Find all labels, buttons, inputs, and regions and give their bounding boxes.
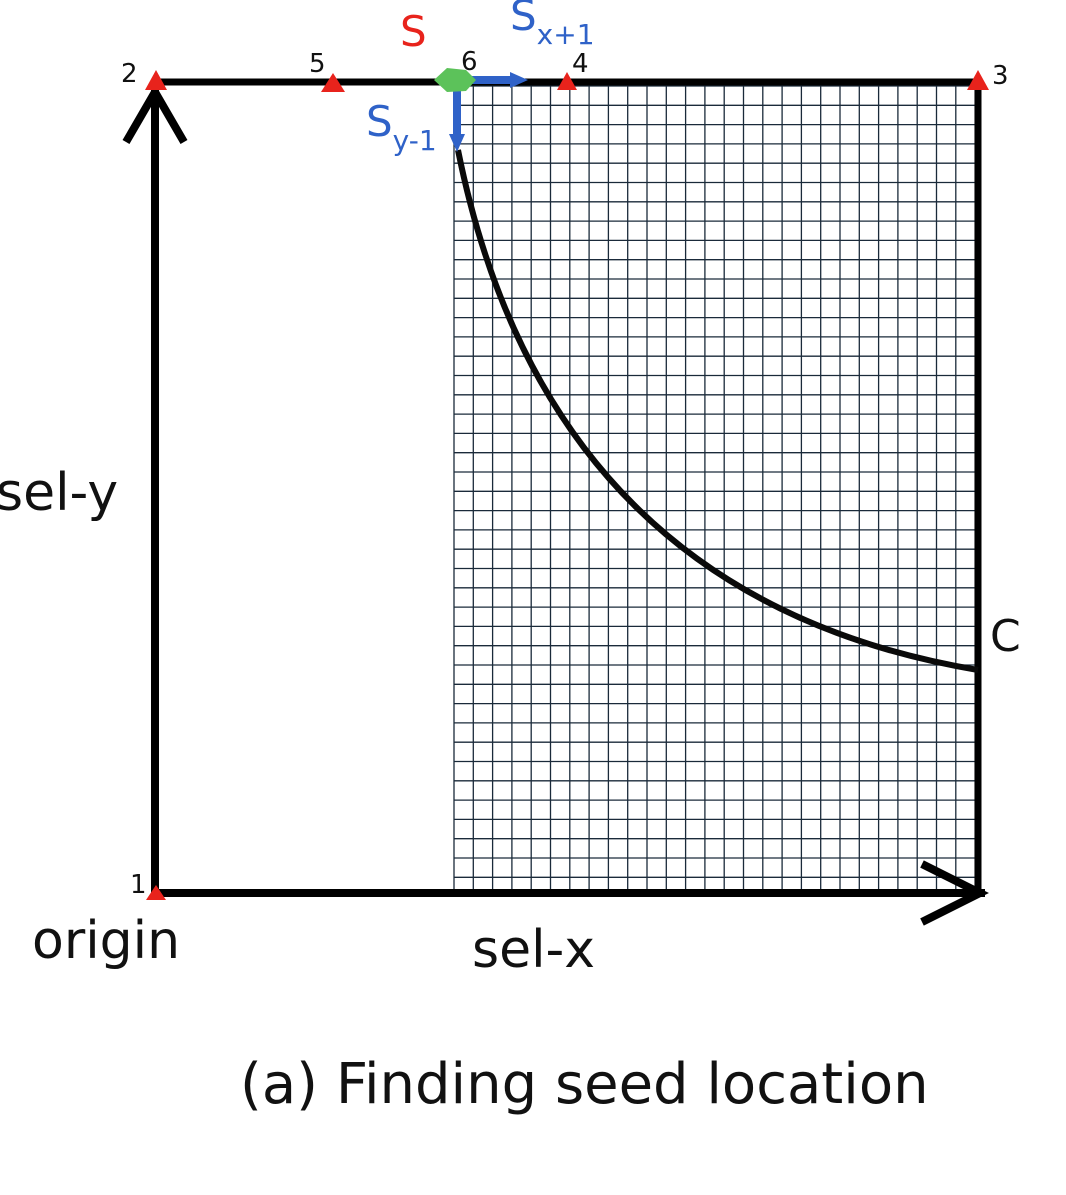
figure-caption: (a) Finding seed location xyxy=(240,1052,929,1117)
y-axis-arrowhead xyxy=(122,84,188,145)
arrow-x-plus-1-head xyxy=(510,72,528,88)
marker-5 xyxy=(321,73,345,92)
grid-region xyxy=(453,85,976,891)
marker-5-label: 5 xyxy=(309,49,326,79)
seed-x-plus-1-label: Sx+1 xyxy=(510,0,595,51)
marker-4-label: 4 xyxy=(572,49,589,79)
x-axis-arrowhead xyxy=(920,860,989,926)
x-axis-label: sel-x xyxy=(472,920,595,980)
seed-label: S xyxy=(400,7,427,56)
marker-2 xyxy=(145,70,167,90)
curve-c xyxy=(455,149,979,673)
seed-y-minus-1-label: Sy-1 xyxy=(366,97,437,157)
marker-6-label: 6 xyxy=(461,47,478,77)
marker-2-label: 2 xyxy=(121,59,138,89)
y-axis-label: sel-y xyxy=(0,463,118,523)
seed-point xyxy=(434,68,476,92)
origin-label: origin xyxy=(32,911,180,971)
marker-4 xyxy=(557,72,577,90)
marker-1 xyxy=(146,885,166,900)
marker-1-label: 1 xyxy=(130,870,147,900)
marker-3-label: 3 xyxy=(992,61,1009,91)
marker-3 xyxy=(967,70,989,90)
arrow-y-minus-1-head xyxy=(449,134,465,152)
curve-label: C xyxy=(990,611,1021,662)
